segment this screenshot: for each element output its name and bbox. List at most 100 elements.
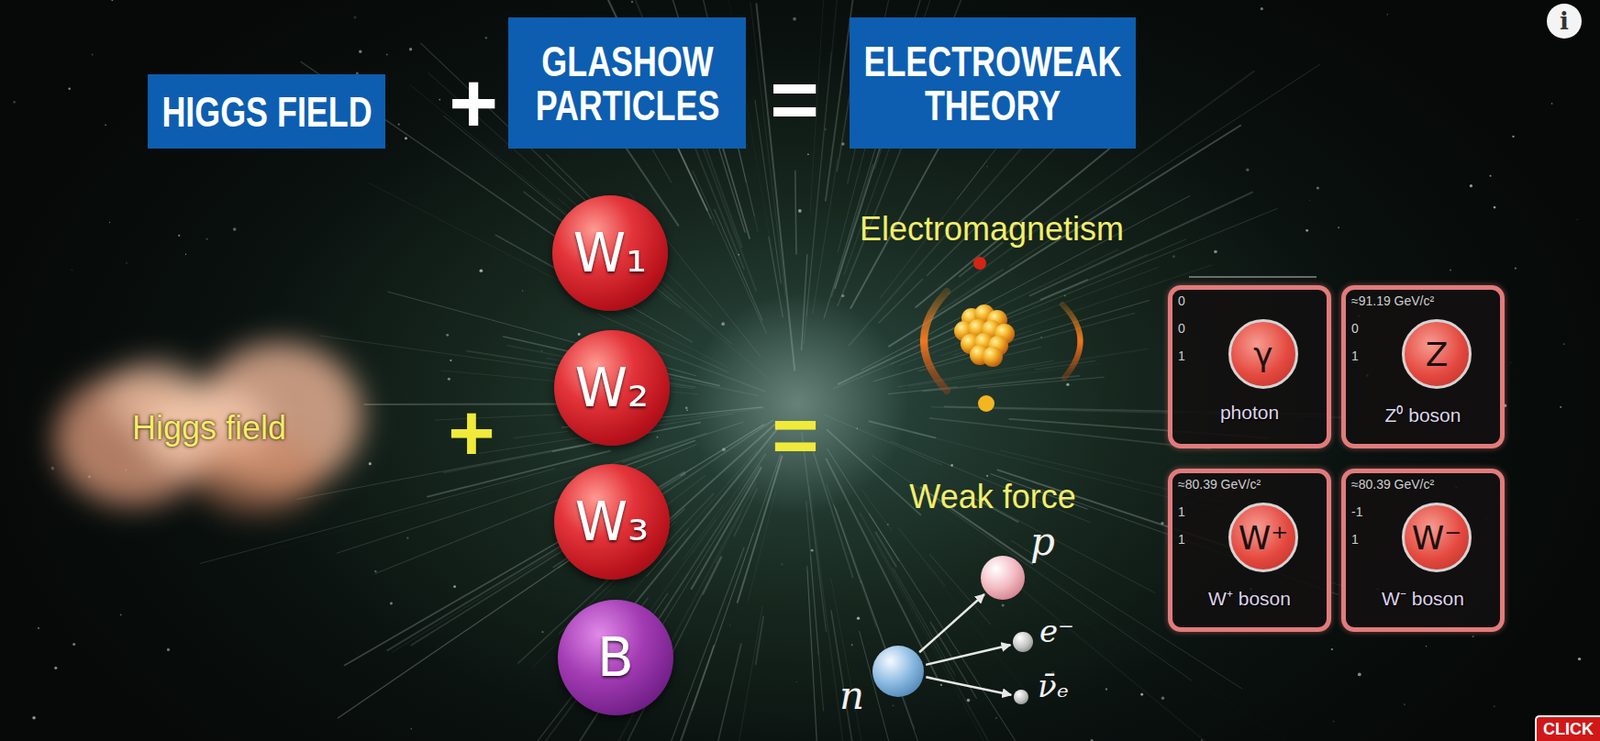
- star: [449, 359, 452, 362]
- higgs-field-cloud: Higgs field: [45, 311, 373, 546]
- boson-symbol: γ: [1253, 335, 1273, 374]
- info-icon: i: [1546, 3, 1582, 39]
- mass-value: ≈80.39 GeV/c²: [1351, 477, 1434, 492]
- title-box: GLASHOW PARTICLES: [508, 17, 746, 149]
- light-streak: [977, 377, 1105, 389]
- star: [177, 234, 180, 237]
- star: [120, 614, 123, 617]
- light-streak: [871, 455, 1191, 681]
- star: [685, 406, 689, 410]
- particle-card: ≈80.39 GeV/c²11W⁺ bosonW⁺: [1167, 468, 1332, 633]
- star: [445, 333, 449, 337]
- star: [1309, 200, 1311, 201]
- boson-name: Z⁰ boson: [1345, 401, 1500, 428]
- star: [1064, 295, 1066, 297]
- light-streak: [894, 477, 1121, 649]
- light-streak: [926, 135, 1068, 277]
- star: [1403, 703, 1406, 706]
- star: [950, 464, 954, 467]
- star: [966, 699, 971, 703]
- star: [485, 36, 488, 39]
- star: [1563, 343, 1565, 345]
- star: [892, 704, 895, 707]
- mass-value: ≈80.39 GeV/c²: [1177, 477, 1261, 492]
- light-streak: [899, 267, 1159, 367]
- quantum-number: 1: [1351, 348, 1359, 364]
- star: [1449, 268, 1452, 271]
- star: [12, 100, 16, 104]
- light-streak: [878, 278, 923, 323]
- boson-circle: γ: [1228, 319, 1299, 389]
- star: [1160, 522, 1164, 525]
- star: [1040, 336, 1043, 339]
- boson-circle: W⁺: [1228, 502, 1299, 573]
- star: [166, 648, 170, 652]
- particle-label: n: [839, 675, 865, 718]
- light-streak: [368, 182, 728, 367]
- quantum-number: 1: [1351, 532, 1359, 547]
- particle-label: e⁻: [1039, 614, 1075, 649]
- star: [541, 350, 543, 352]
- star: [1551, 102, 1553, 104]
- particle-card: ≈91.19 GeV/c²01Z⁰ bosonZ: [1341, 285, 1505, 449]
- light-streak: [898, 528, 945, 587]
- star: [824, 128, 826, 130]
- star: [411, 728, 412, 730]
- star: [1357, 673, 1362, 678]
- light-streak: [682, 504, 723, 560]
- star: [374, 570, 377, 573]
- star: [792, 17, 797, 22]
- plus-sign: +: [447, 392, 495, 474]
- box-title: GLASHOW PARTICLES: [521, 38, 734, 128]
- equals-sign: =: [769, 56, 820, 142]
- boson-circle: W⁻: [1401, 502, 1472, 573]
- star: [67, 87, 71, 90]
- star: [1559, 406, 1562, 409]
- star: [577, 333, 581, 336]
- mass-value: 0: [1177, 293, 1186, 309]
- star: [737, 254, 740, 256]
- star: [72, 643, 76, 646]
- light-streak: [652, 149, 672, 183]
- field-label: Higgs field: [132, 409, 287, 448]
- star: [1511, 135, 1514, 138]
- light-streak: [898, 360, 1054, 387]
- light-streak: [877, 548, 1045, 741]
- star: [386, 54, 389, 56]
- light-streak: [806, 501, 824, 712]
- star: [986, 475, 989, 478]
- star: [986, 166, 988, 167]
- star: [631, 0, 634, 4]
- star: [1245, 167, 1249, 171]
- light-streak: [868, 513, 1020, 741]
- star: [389, 602, 393, 606]
- light-streak: [810, 555, 819, 656]
- star: [71, 269, 73, 271]
- light-streak: [795, 170, 797, 255]
- star: [1260, 7, 1264, 11]
- light-streak: [715, 607, 763, 741]
- star: [358, 50, 362, 54]
- quantum-number: 1: [1177, 532, 1186, 547]
- boson-name: W⁺ boson: [1172, 585, 1327, 612]
- light-streak: [959, 243, 1003, 278]
- center-glow: [688, 293, 909, 514]
- starburst: [12, 0, 1581, 741]
- star: [104, 124, 106, 126]
- light-streak: [1041, 279, 1088, 300]
- star: [1213, 250, 1218, 255]
- light-streak: [715, 513, 742, 564]
- nucleon: [982, 346, 1003, 367]
- star: [1331, 648, 1334, 651]
- particle-card: ≈80.39 GeV/c²-11W⁻ bosonW⁻: [1341, 468, 1505, 633]
- star: [887, 523, 889, 526]
- star: [91, 54, 94, 56]
- light-streak: [1035, 361, 1096, 370]
- quantum-number: 0: [1177, 321, 1186, 336]
- star: [1333, 721, 1334, 723]
- click-badge: CLICK: [1534, 715, 1600, 741]
- light-streak: [891, 441, 1090, 523]
- star: [125, 262, 128, 265]
- star: [841, 294, 845, 298]
